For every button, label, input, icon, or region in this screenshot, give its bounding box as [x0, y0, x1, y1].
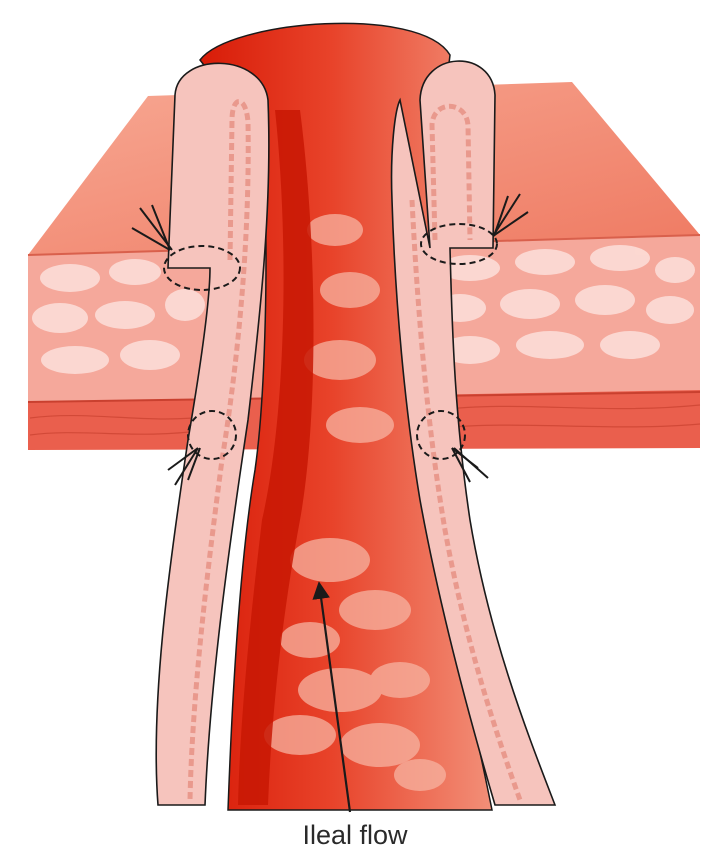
caption-ileal-flow: Ileal flow [0, 820, 710, 851]
